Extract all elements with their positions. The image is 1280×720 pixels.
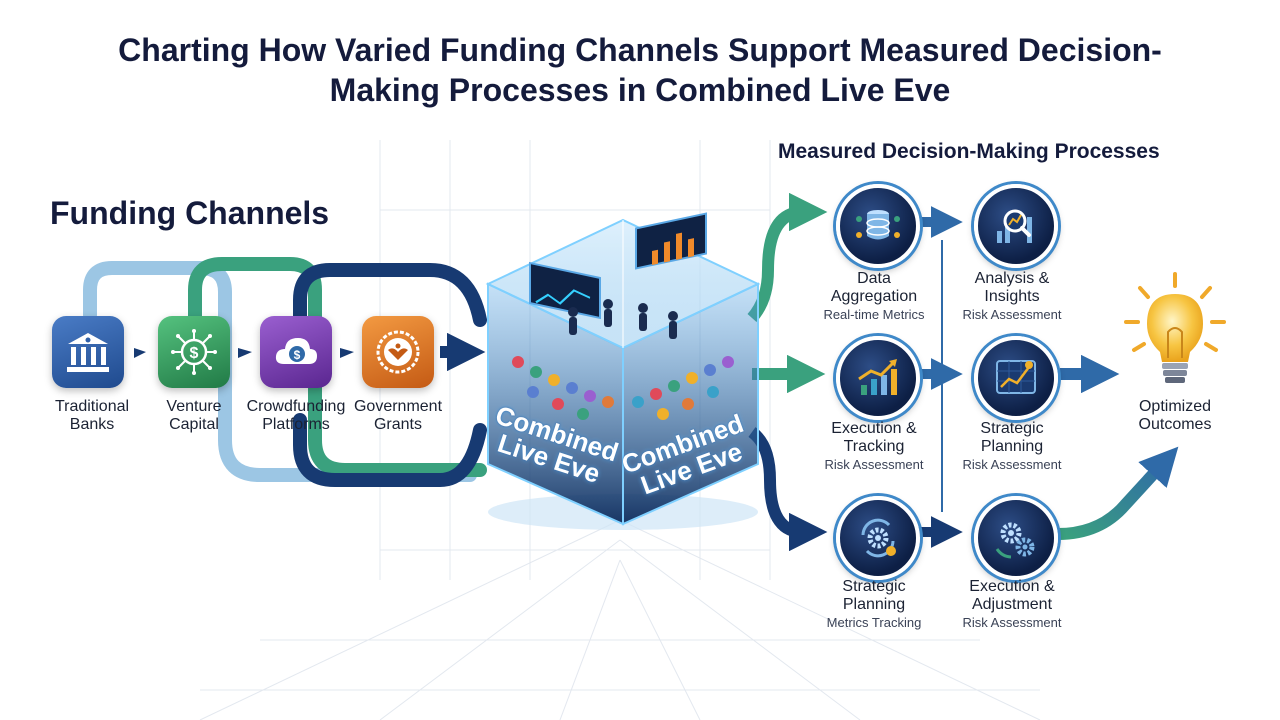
to-outcome-bottom [1057, 446, 1179, 540]
dollar-circuit-icon: $ [158, 316, 230, 388]
svg-text:$: $ [294, 348, 301, 362]
loop-navy-return [293, 413, 487, 487]
hub-to-top [747, 192, 828, 322]
funding-channels-heading: Funding Channels [50, 195, 330, 231]
process-label-analysis-insights: Analysis & Insights Risk Assessment [962, 270, 1062, 322]
database-icon [836, 184, 920, 268]
seal-icon [362, 316, 434, 388]
cloud-dollar-icon: $ [260, 316, 332, 388]
process-label-data-aggregation: Data Aggregation Real-time Metrics [823, 270, 925, 322]
dashboard-icon [974, 336, 1058, 420]
page-title: Charting How Varied Funding Channels Sup… [118, 32, 1162, 108]
loop-light-blue [83, 261, 477, 482]
process-label-execution-tracking: Execution & Tracking Risk Assessment [824, 420, 924, 472]
process-label-execution-adjustment: Execution & Adjustment Risk Assessment [962, 578, 1062, 630]
lightbulb-icon [1124, 272, 1226, 383]
process-label-strategic-planning-2: Strategic Planning Metrics Tracking [826, 578, 922, 630]
loop-teal [188, 257, 487, 477]
magnifier-chart-icon [974, 184, 1058, 268]
process-label-strategic-planning-1: Strategic Planning Risk Assessment [962, 420, 1062, 472]
bank-icon [52, 316, 124, 388]
loop-navy-top [293, 263, 487, 327]
svg-text:$: $ [190, 345, 199, 362]
live-event-crowd-icon [485, 212, 761, 530]
hub-to-bottom [748, 427, 828, 552]
growth-chart-icon [836, 336, 920, 420]
gear-cycle-icon [836, 496, 920, 580]
decision-processes-heading: Measured Decision-Making Processes [778, 140, 1160, 163]
gears-icon [974, 496, 1058, 580]
